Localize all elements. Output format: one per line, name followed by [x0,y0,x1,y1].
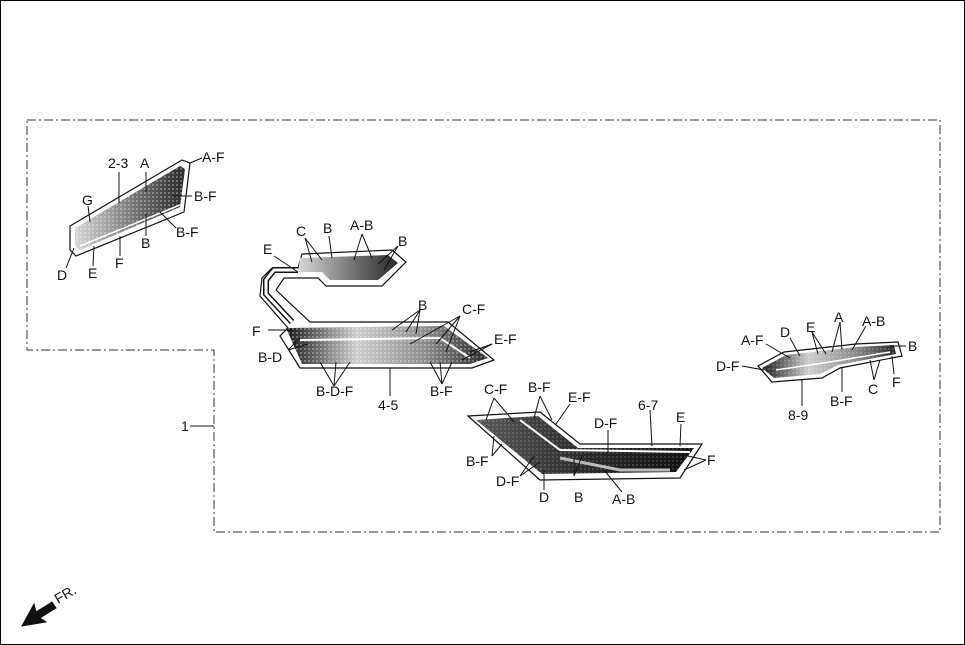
part-2-3-label-f: F [115,255,124,271]
part-8-9-label-ab: A-B [862,313,885,329]
part-4-5-label-cf: C-F [462,301,485,317]
part-4-5-upper-badge [298,255,398,280]
part-4-5-label-bd: B-D [258,349,282,365]
part-8-9-label-b: B [908,338,917,354]
part-4-5-label-c: C [296,223,306,239]
part-4-5-label-b-right: B [398,233,407,249]
part-6-7-label-b: B [574,489,583,505]
front-arrow-icon [21,601,57,627]
part-4-5-label-f: F [252,323,261,339]
part-6-7: C-F B-F E-F D-F 6-7 E B-F F D-F D B A-B [466,379,716,507]
part-6-7-label-cf: C-F [484,381,507,397]
part-6-7-label-ab: A-B [612,491,635,507]
group-number-label: 1 [181,418,189,434]
part-4-5: C B A-B B E B C-F F E-F B-D B-D-F 4-5 B-… [252,217,517,413]
part-2-3-label-g: G [82,192,93,208]
part-4-5-label-ab: A-B [350,217,373,233]
part-2-3-label-bf-upper: B-F [194,188,217,204]
part-8-9-label-df: D-F [716,358,739,374]
part-4-5-number: 4-5 [378,397,398,413]
part-2-3-label-af: A-F [202,149,225,165]
part-8-9: A-F D E A A-B B D-F C F B-F 8-9 [716,309,917,423]
front-direction-label: FR. [52,581,80,606]
part-6-7-label-e: E [676,409,685,425]
part-8-9-label-c: C [868,381,878,397]
part-6-7-label-df-bottom: D-F [496,473,519,489]
part-6-7-label-ef: E-F [568,389,591,405]
part-6-7-label-df-top: D-F [594,415,617,431]
part-6-7-number: 6-7 [638,397,658,413]
part-4-5-label-bdf: B-D-F [316,383,353,399]
part-8-9-number: 8-9 [788,407,808,423]
part-2-3-label-a: A [140,155,150,171]
part-8-9-label-af: A-F [741,332,764,348]
part-6-7-label-d: D [539,489,549,505]
part-2-3-label-d: D [57,267,67,283]
part-6-7-label-f: F [707,452,716,468]
part-2-3-number: 2-3 [108,155,128,171]
part-2-3: 2-3 A A-F B-F B-F B G D E F [57,149,225,283]
part-8-9-label-e: E [806,319,815,335]
part-2-3-texture [75,166,185,250]
part-8-9-label-a: A [834,309,844,325]
part-2-3-label-bf-lower: B-F [176,224,199,240]
group-boundary [26,119,941,533]
part-4-5-label-b-top: B [323,220,332,236]
part-4-5-label-e: E [263,241,272,257]
part-8-9-label-f: F [892,374,901,390]
part-2-3-label-e: E [88,265,97,281]
part-4-5-label-b-mid: B [418,297,427,313]
front-direction-indicator: FR. [21,581,80,627]
part-6-7-label-bf-left: B-F [466,453,489,469]
part-6-7-label-bf-top: B-F [528,379,551,395]
part-8-9-label-d: D [780,324,790,340]
part-4-5-label-bf: B-F [430,383,453,399]
part-2-3-label-b: B [141,235,150,251]
part-8-9-label-bf: B-F [830,393,853,409]
part-4-5-label-ef: E-F [494,331,517,347]
